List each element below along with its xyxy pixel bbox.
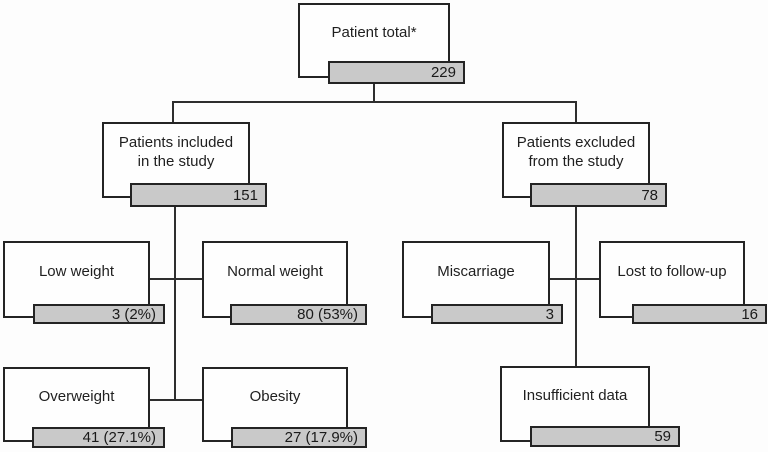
node-normal-weight-label: Normal weight bbox=[227, 262, 323, 280]
node-obesity-label: Obesity bbox=[249, 387, 301, 405]
connector-level1-crossbar bbox=[172, 101, 577, 103]
node-included-box: Patients included in the study bbox=[102, 122, 250, 198]
node-lost-to-follow-up-label: Lost to follow-up bbox=[617, 262, 727, 280]
node-insufficient-data-label: Insufficient data bbox=[522, 387, 628, 405]
node-included-value: 151 bbox=[130, 183, 267, 207]
node-insufficient-data-value: 59 bbox=[530, 426, 680, 447]
connector-weight-row2-branch bbox=[150, 399, 202, 401]
node-miscarriage-value: 3 bbox=[431, 304, 563, 324]
node-included-label: Patients included in the study bbox=[118, 133, 234, 170]
connector-exclusion-branch bbox=[550, 278, 599, 280]
node-low-weight-label: Low weight bbox=[38, 262, 115, 280]
node-overweight-box: Overweight bbox=[3, 367, 150, 442]
connector-root-stem bbox=[373, 83, 375, 103]
node-patient-total-value: 229 bbox=[328, 61, 465, 84]
node-patient-total-label: Patient total* bbox=[331, 23, 417, 41]
node-lost-to-follow-up-value: 16 bbox=[632, 304, 767, 324]
node-normal-weight-value: 80 (53%) bbox=[230, 304, 367, 325]
node-overweight-label: Overweight bbox=[38, 387, 115, 405]
node-miscarriage-label: Miscarriage bbox=[437, 262, 515, 280]
connector-included-trunk bbox=[174, 206, 176, 401]
node-low-weight-value: 3 (2%) bbox=[33, 304, 165, 324]
node-excluded-value: 78 bbox=[530, 183, 667, 207]
node-overweight-value: 41 (27.1%) bbox=[32, 427, 165, 448]
connector-excluded-drop bbox=[575, 101, 577, 122]
connector-weight-row1-branch bbox=[150, 278, 202, 280]
node-obesity-value: 27 (17.9%) bbox=[231, 427, 367, 448]
node-excluded-label: Patients excluded from the study bbox=[516, 133, 636, 170]
connector-excluded-trunk bbox=[575, 206, 577, 366]
connector-included-drop bbox=[172, 101, 174, 122]
